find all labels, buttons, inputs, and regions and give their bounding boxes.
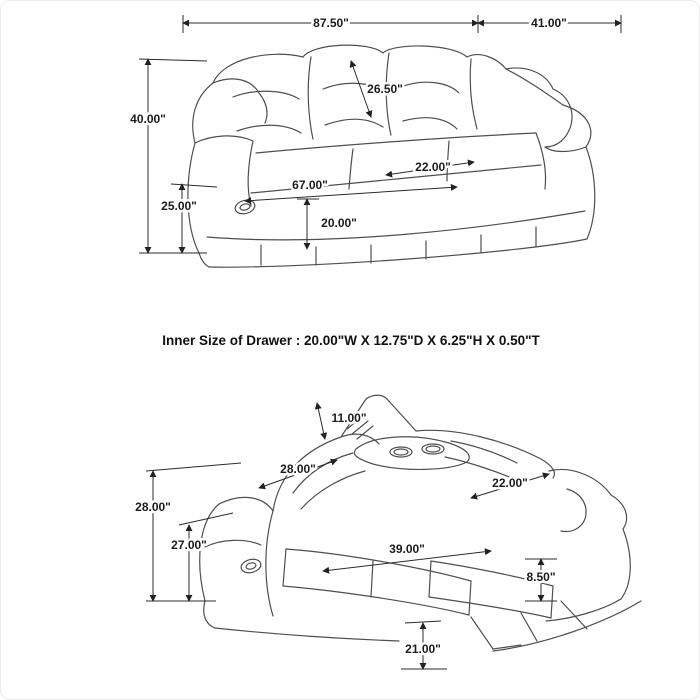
- sofa-reclined-drawing: [199, 394, 642, 652]
- dim-label: 25.00": [161, 199, 197, 213]
- dim-top-seat-depth: 20.00": [297, 198, 359, 250]
- dim-bottom-arm-height: 27.00": [169, 512, 234, 602]
- dim-label: 40.00": [130, 112, 166, 126]
- dim-bottom-back-cushion-width: 28.00": [258, 458, 338, 490]
- dim-label: 8.50": [526, 570, 555, 584]
- dim-top-seat-width: 67.00": [244, 176, 458, 205]
- drawer-note: Inner Size of Drawer : 20.00"W X 12.75"D…: [162, 333, 540, 348]
- dim-top-arm-height: 25.00": [159, 183, 218, 254]
- dim-bottom-table-depth: 11.00": [314, 402, 369, 440]
- dim-label: 21.00": [405, 642, 441, 656]
- dim-label: 27.00": [171, 538, 207, 552]
- dim-label: 26.50": [367, 82, 403, 96]
- dim-label: 20.00": [321, 216, 357, 230]
- dim-top-back-cushion-height: 26.50": [349, 60, 405, 118]
- dim-bottom-reclined-length: 39.00": [322, 540, 492, 574]
- dim-label: 28.00": [280, 462, 316, 476]
- recliner-handle-icon: [234, 199, 256, 215]
- dim-bottom-footrest-floor-clearance: 21.00": [401, 620, 447, 670]
- dim-bottom-right-cushion-width: 22.00": [470, 472, 550, 500]
- dim-top-overall-height: 40.00": [128, 58, 208, 254]
- dim-label: 22.00": [492, 476, 528, 490]
- dim-label: 39.00": [389, 542, 425, 556]
- dim-label: 22.00": [415, 160, 451, 174]
- dim-label: 28.00": [135, 500, 171, 514]
- dim-bottom-reclined-back-height: 28.00": [133, 462, 242, 602]
- dim-top-overall-width: 87.50": [182, 14, 479, 33]
- cupholder-icon: [389, 446, 413, 458]
- dim-label: 11.00": [331, 411, 366, 425]
- dim-label: 41.00": [531, 16, 567, 30]
- dim-bottom-footrest-thickness: 8.50": [524, 558, 558, 602]
- cupholder-icon: [421, 443, 445, 455]
- sofa-upright-drawing: [187, 44, 596, 268]
- dim-label: 87.50": [313, 16, 349, 30]
- dim-top-depth: 41.00": [477, 14, 622, 33]
- recliner-handle-icon: [240, 558, 262, 574]
- dim-label: 67.00": [292, 178, 328, 192]
- dim-top-seat-cushion-width: 22.00": [385, 158, 475, 178]
